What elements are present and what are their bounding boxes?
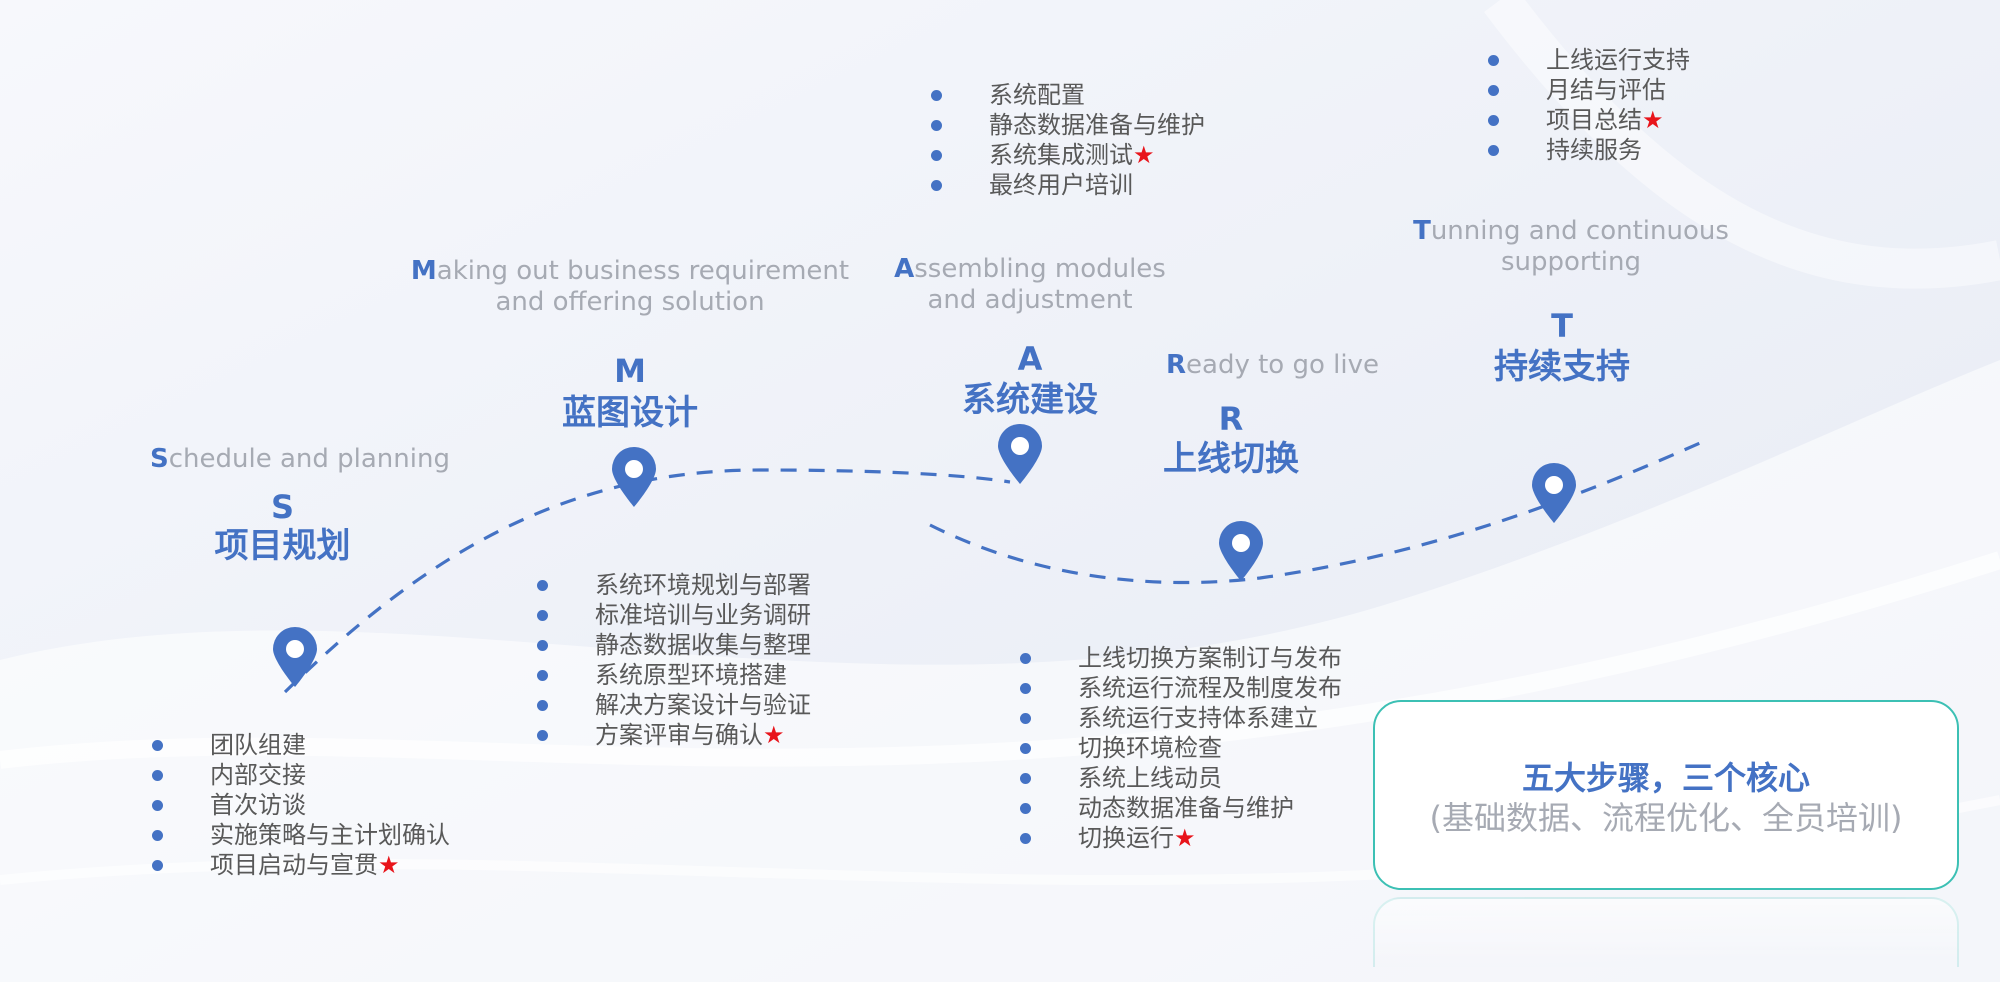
roadmap-curve-right <box>929 441 1701 585</box>
core-summary-box: 五大步骤，三个核心 (基础数据、流程优化、全员培训) <box>1373 700 1959 890</box>
roadmap-curve-left <box>283 468 1011 694</box>
step-t-title: 持续支持 <box>1494 347 1630 387</box>
core-box-reflection <box>1373 897 1959 967</box>
core-title: 五大步骤，三个核心 <box>1521 759 1810 797</box>
map-pin-icon <box>998 424 1042 484</box>
core-subtitle: (基础数据、流程优化、全员培训) <box>1429 799 1903 837</box>
map-pin-icon <box>273 627 317 687</box>
step-s-letter: S <box>270 488 295 526</box>
list-item: 系统原型环境搭建 <box>537 660 811 690</box>
map-pin-icon <box>1532 463 1576 523</box>
step-s-task-list: 团队组建 内部交接 首次访谈 实施策略与主计划确认 项目启动与宣贯★ <box>152 730 450 880</box>
list-item: 静态数据准备与维护 <box>931 110 1205 140</box>
list-item: 系统上线动员 <box>1020 763 1342 793</box>
map-pin-icon <box>1219 521 1263 581</box>
list-item: 项目启动与宣贯★ <box>152 850 450 880</box>
list-item: 上线切换方案制订与发布 <box>1020 643 1342 673</box>
step-a-letter: A <box>1017 340 1043 378</box>
list-item: 静态数据收集与整理 <box>537 630 811 660</box>
list-item: 内部交接 <box>152 760 450 790</box>
step-a-title: 系统建设 <box>962 380 1098 420</box>
step-m-task-list: 系统环境规划与部署 标准培训与业务调研 静态数据收集与整理 系统原型环境搭建 解… <box>537 570 811 750</box>
list-item: 月结与评估 <box>1488 75 1690 105</box>
map-pin-icon <box>612 447 656 507</box>
list-item: 系统运行支持体系建立 <box>1020 703 1342 733</box>
star-icon: ★ <box>1174 824 1196 852</box>
step-r-title: 上线切换 <box>1163 439 1299 479</box>
list-item: 最终用户培训 <box>931 170 1205 200</box>
step-s-english: Schedule and planning <box>150 444 450 474</box>
list-item: 持续服务 <box>1488 135 1690 165</box>
step-m-title: 蓝图设计 <box>562 393 698 433</box>
list-item: 切换环境检查 <box>1020 733 1342 763</box>
list-item: 系统集成测试★ <box>931 140 1205 170</box>
list-item: 标准培训与业务调研 <box>537 600 811 630</box>
step-t-letter: T <box>1551 307 1573 345</box>
step-a-english: Assembling modules and adjustment <box>894 254 1166 315</box>
step-r-task-list: 上线切换方案制订与发布 系统运行流程及制度发布 系统运行支持体系建立 切换环境检… <box>1020 643 1342 853</box>
star-icon: ★ <box>763 721 785 749</box>
list-item: 实施策略与主计划确认 <box>152 820 450 850</box>
step-r-english: Ready to go live <box>1166 350 1379 380</box>
step-r-letter: R <box>1218 400 1244 438</box>
step-t-task-list: 上线运行支持 月结与评估 项目总结★ 持续服务 <box>1488 45 1690 165</box>
step-t-english: Tunning and continuous supporting <box>1413 216 1729 277</box>
star-icon: ★ <box>1133 141 1155 169</box>
step-s-title: 项目规划 <box>214 526 351 566</box>
list-item: 团队组建 <box>152 730 450 760</box>
list-item: 项目总结★ <box>1488 105 1690 135</box>
list-item: 解决方案设计与验证 <box>537 690 811 720</box>
list-item: 系统配置 <box>931 80 1205 110</box>
list-item: 切换运行★ <box>1020 823 1342 853</box>
step-m-letter: M <box>614 352 646 390</box>
step-a-task-list: 系统配置 静态数据准备与维护 系统集成测试★ 最终用户培训 <box>931 80 1205 200</box>
list-item: 动态数据准备与维护 <box>1020 793 1342 823</box>
star-icon: ★ <box>378 851 400 879</box>
list-item: 方案评审与确认★ <box>537 720 811 750</box>
star-icon: ★ <box>1642 106 1664 134</box>
list-item: 上线运行支持 <box>1488 45 1690 75</box>
step-m-english: Making out business requirement and offe… <box>410 256 850 317</box>
list-item: 系统运行流程及制度发布 <box>1020 673 1342 703</box>
list-item: 系统环境规划与部署 <box>537 570 811 600</box>
list-item: 首次访谈 <box>152 790 450 820</box>
